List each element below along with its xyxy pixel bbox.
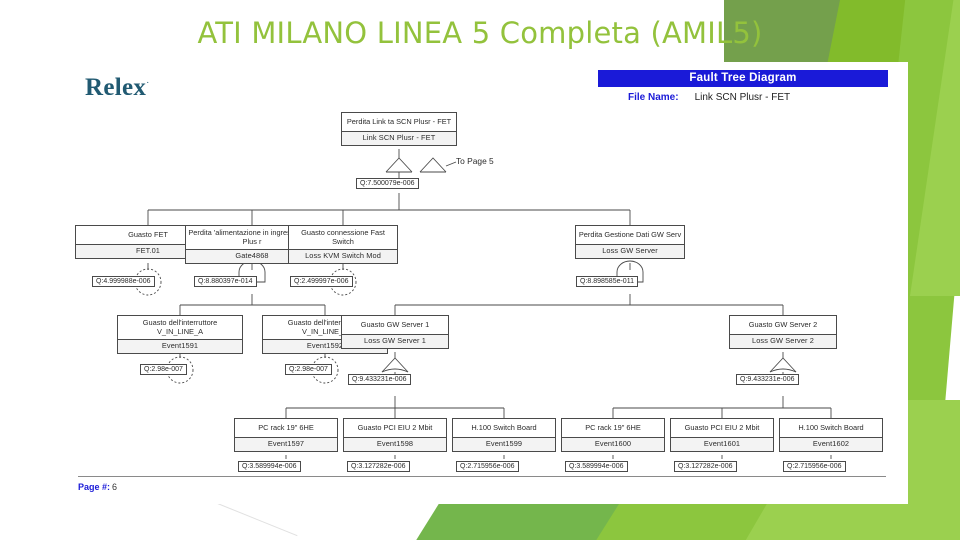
fault-tree-node[interactable]: Guasto GW Server 2 Loss GW Server 2	[729, 315, 837, 349]
node-id: Loss KVM Switch Mod	[289, 250, 397, 264]
document-footer: Page #:6	[78, 476, 886, 492]
node-id: Event1599	[453, 438, 555, 451]
relex-logo: Relex·	[85, 74, 150, 102]
node-description: Perdita Gestione Dati GW Serv	[576, 226, 684, 245]
node-id: Loss GW Server 2	[730, 335, 836, 348]
node-probability: Q:2.98e-007	[140, 364, 187, 375]
node-description: Guasto dell'interruttore V_IN_LINE_B	[263, 316, 387, 341]
node-probability: Q:9.433231e-006	[348, 374, 411, 385]
node-description: Perdita 'alimentazione in ingresso'SCN P…	[186, 226, 318, 251]
node-id: Link SCN Plusr - FET	[342, 132, 456, 145]
node-probability: Q:8.880397e-014	[194, 276, 257, 287]
fault-tree-node[interactable]: Guasto GW Server 1 Loss GW Server 1	[341, 315, 449, 349]
page-number-label: Page #:	[78, 482, 111, 492]
node-description: Guasto dell'interruttore V_IN_LINE_A	[118, 316, 242, 341]
node-description: H.100 Switch Board	[780, 419, 882, 438]
fault-tree-node[interactable]: Perdita Link ta SCN Plusr - FET Link SCN…	[341, 112, 457, 146]
node-probability: Q:3.589994e-006	[565, 461, 628, 472]
embedded-document-image[interactable]: Relex· Fault Tree Diagram File Name: Lin…	[60, 62, 908, 504]
transfer-page-reference: To Page 5	[456, 156, 494, 166]
fault-tree-node[interactable]: PC rack 19" 6HE Event1597	[234, 418, 338, 452]
node-id: Event1600	[562, 438, 664, 451]
node-description: PC rack 19" 6HE	[235, 419, 337, 438]
fault-tree-node[interactable]: Guasto PCI EIU 2 Mbit Event1601	[670, 418, 774, 452]
relex-trademark-mark: ·	[146, 77, 150, 88]
fault-tree-node[interactable]: Guasto connessione Fast Switch Loss KVM …	[288, 225, 398, 265]
node-id: FET.01	[76, 245, 220, 258]
node-id: Event1602	[780, 438, 882, 451]
node-id: Event1601	[671, 438, 773, 451]
fault-tree-node[interactable]: PC rack 19" 6HE Event1600	[561, 418, 665, 452]
node-probability: Q:3.127282e-006	[674, 461, 737, 472]
node-probability: Q:8.898585e-011	[576, 276, 638, 287]
node-probability: Q:4.999988e-006	[92, 276, 155, 287]
node-probability: Q:3.589994e-006	[238, 461, 301, 472]
fault-tree-node[interactable]: H.100 Switch Board Event1602	[779, 418, 883, 452]
fault-tree-connectors	[134, 149, 832, 459]
node-probability: Q:2.98e-007	[285, 364, 332, 375]
node-id: Loss GW Server	[576, 245, 684, 258]
fault-tree-header: Fault Tree Diagram File Name: Link SCN P…	[598, 70, 888, 103]
fault-tree-node[interactable]: H.100 Switch Board Event1599	[452, 418, 556, 452]
node-id: Event1597	[235, 438, 337, 451]
fault-tree-title-bar: Fault Tree Diagram	[598, 70, 888, 87]
node-id: Event1591	[118, 340, 242, 354]
node-description: Guasto GW Server 2	[730, 316, 836, 335]
fault-tree-canvas: Perdita Link ta SCN Plusr - FET Link SCN…	[60, 100, 908, 472]
file-name-label: File Name:	[628, 92, 679, 103]
node-probability: Q:9.433231e-006	[736, 374, 799, 385]
fault-tree-node[interactable]: Guasto PCI EIU 2 Mbit Event1598	[343, 418, 447, 452]
relex-logo-text: Relex	[85, 74, 147, 101]
fault-tree-node[interactable]: Perdita Gestione Dati GW Serv Loss GW Se…	[575, 225, 685, 259]
node-id: Event1598	[344, 438, 446, 451]
node-description: Guasto connessione Fast Switch	[289, 226, 397, 251]
node-probability: Q:2.715956e-006	[783, 461, 846, 472]
node-description: Guasto PCI EIU 2 Mbit	[344, 419, 446, 438]
slide-title: ATI MILANO LINEA 5 Completa (AMIL5)	[197, 16, 763, 50]
node-probability: Q:2.499997e-006	[290, 276, 353, 287]
fault-tree-node[interactable]: Guasto dell'interruttore V_IN_LINE_A Eve…	[117, 315, 243, 355]
node-description: Guasto GW Server 1	[342, 316, 448, 335]
node-id: Gate4868	[186, 250, 318, 264]
node-probability: Q:3.127282e-006	[347, 461, 410, 472]
node-description: PC rack 19" 6HE	[562, 419, 664, 438]
file-name-value: Link SCN Plusr - FET	[694, 92, 791, 103]
page-number-value: 6	[112, 482, 118, 492]
node-description: Perdita Link ta SCN Plusr - FET	[342, 113, 456, 132]
node-id: Loss GW Server 1	[342, 335, 448, 348]
file-name-row: File Name: Link SCN Plusr - FET	[598, 92, 888, 103]
node-probability: Q:2.715956e-006	[456, 461, 519, 472]
node-probability: Q:7.500079e-006	[356, 178, 419, 189]
node-description: H.100 Switch Board	[453, 419, 555, 438]
node-description: Guasto FET	[76, 226, 220, 245]
node-description: Guasto PCI EIU 2 Mbit	[671, 419, 773, 438]
